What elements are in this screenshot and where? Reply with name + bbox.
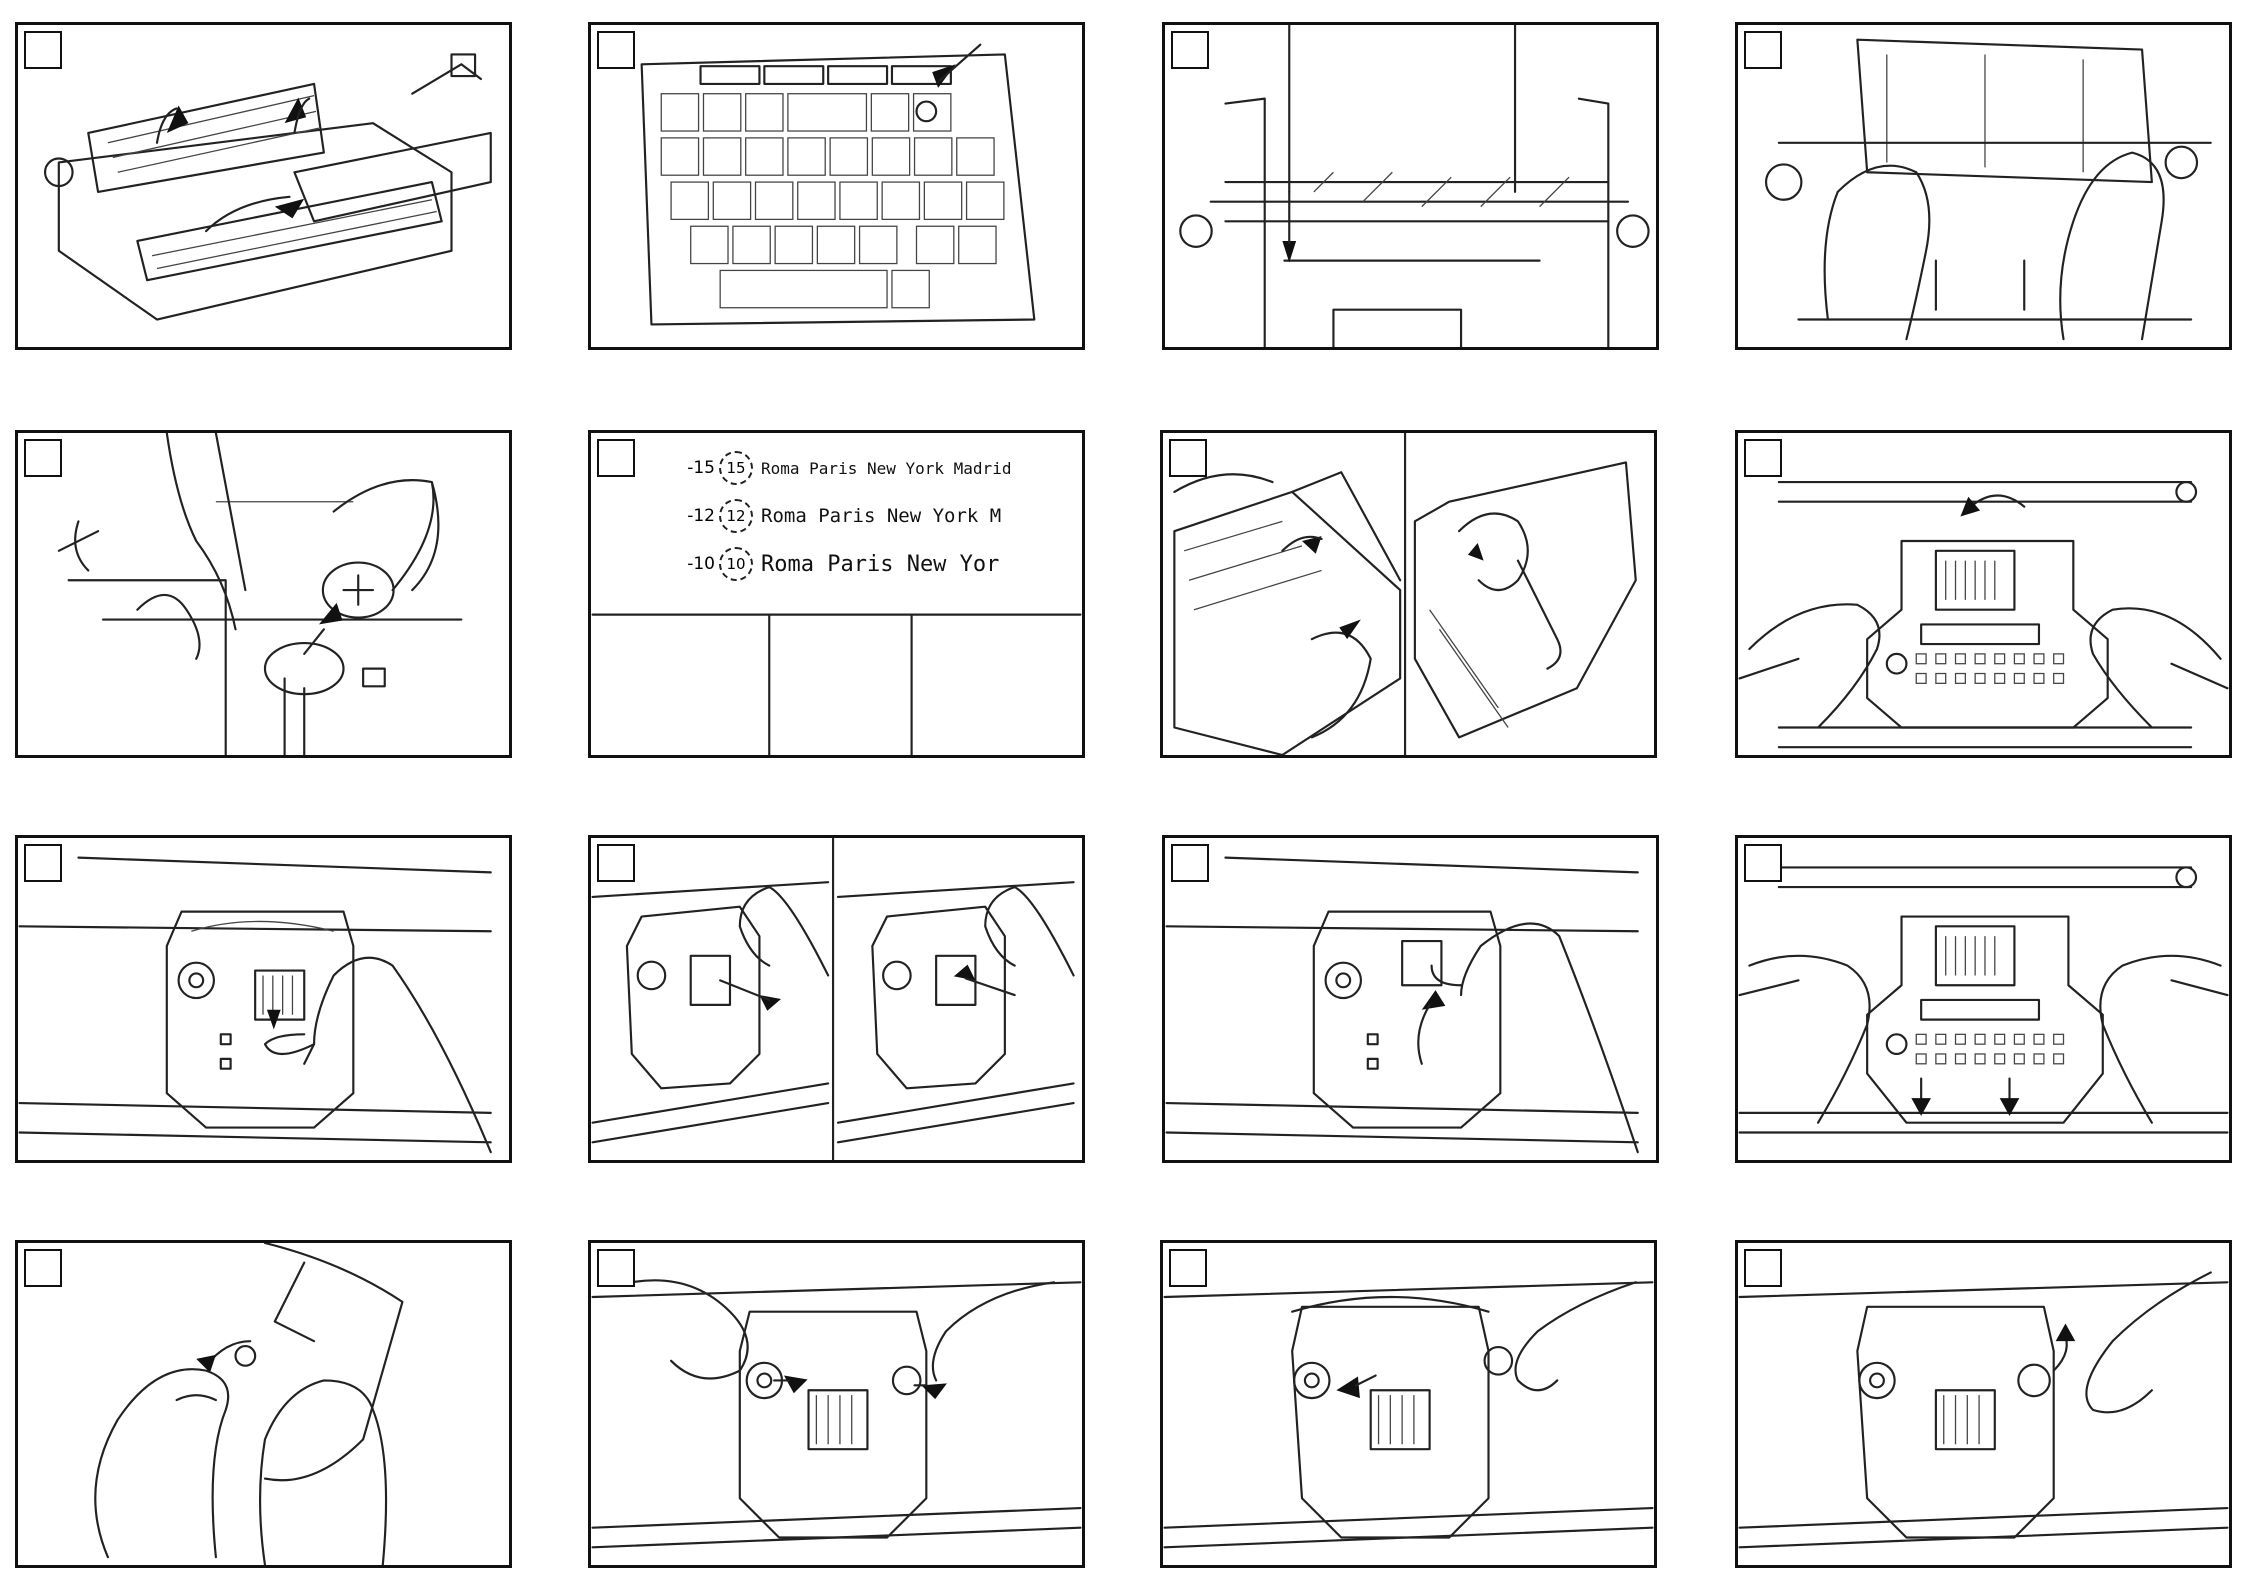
step-number-box — [1171, 844, 1209, 882]
step-number-box — [1744, 1249, 1782, 1287]
panel-lock-printwheel — [1162, 835, 1659, 1163]
fitting-ribbon-illustration — [1163, 1243, 1654, 1565]
step-number-box — [24, 439, 62, 477]
panel-insert-ribbon-cartridge — [1735, 835, 2232, 1163]
panel-hands-paper-bail — [1735, 22, 2232, 350]
step-number-box — [24, 1249, 62, 1287]
lowering-cartridge-illustration — [1738, 838, 2229, 1160]
step-number-box — [1171, 31, 1209, 69]
hands-lowering-bail-illustration — [1738, 25, 2229, 347]
paper-insertion-illustration — [1165, 25, 1656, 347]
step-number-box — [24, 31, 62, 69]
panel-pitch-samples: -15 15 Roma Paris New York Madrid -12 12… — [588, 430, 1085, 758]
panel-open-top-cover — [1160, 430, 1657, 758]
panel-ribbon-guides — [588, 1240, 1085, 1568]
typewriter-open-cover-illustration — [18, 25, 509, 347]
printwheel-removal-illustration — [18, 838, 509, 1160]
keyboard-power-switch-illustration — [591, 25, 1082, 347]
ribbon-tension-illustration — [18, 1243, 509, 1565]
lifting-cartridge-illustration — [1738, 433, 2229, 755]
pitch-table-lines — [591, 433, 1082, 755]
panel-remove-printwheel — [15, 835, 512, 1163]
panel-ribbon-spool — [15, 430, 512, 758]
panel-paper-guide — [1162, 22, 1659, 350]
panel-remove-ribbon-cartridge — [1735, 430, 2232, 758]
step-number-box — [1744, 31, 1782, 69]
panel-open-covers — [15, 22, 512, 350]
ribbon-guides-illustration — [591, 1243, 1082, 1565]
panel-fit-ribbon — [1160, 1240, 1657, 1568]
printwheel-insertion-illustration — [591, 838, 1082, 1160]
step-number-box — [1169, 439, 1207, 477]
printwheel-latch-illustration — [1165, 838, 1656, 1160]
panel-insert-printwheel — [588, 835, 1085, 1163]
spool-insertion-illustration — [18, 433, 509, 755]
panel-tension-ribbon-spool — [15, 1240, 512, 1568]
tightening-ribbon-illustration — [1738, 1243, 2229, 1565]
step-number-box — [1744, 439, 1782, 477]
step-number-box — [597, 844, 635, 882]
step-number-box — [597, 1249, 635, 1287]
step-number-box — [24, 844, 62, 882]
step-number-box — [1744, 844, 1782, 882]
step-number-box — [597, 31, 635, 69]
panel-power-switch — [588, 22, 1085, 350]
step-number-box — [1169, 1249, 1207, 1287]
panel-tighten-ribbon — [1735, 1240, 2232, 1568]
step-number-box — [597, 439, 635, 477]
opening-top-cover-illustration — [1163, 433, 1654, 755]
